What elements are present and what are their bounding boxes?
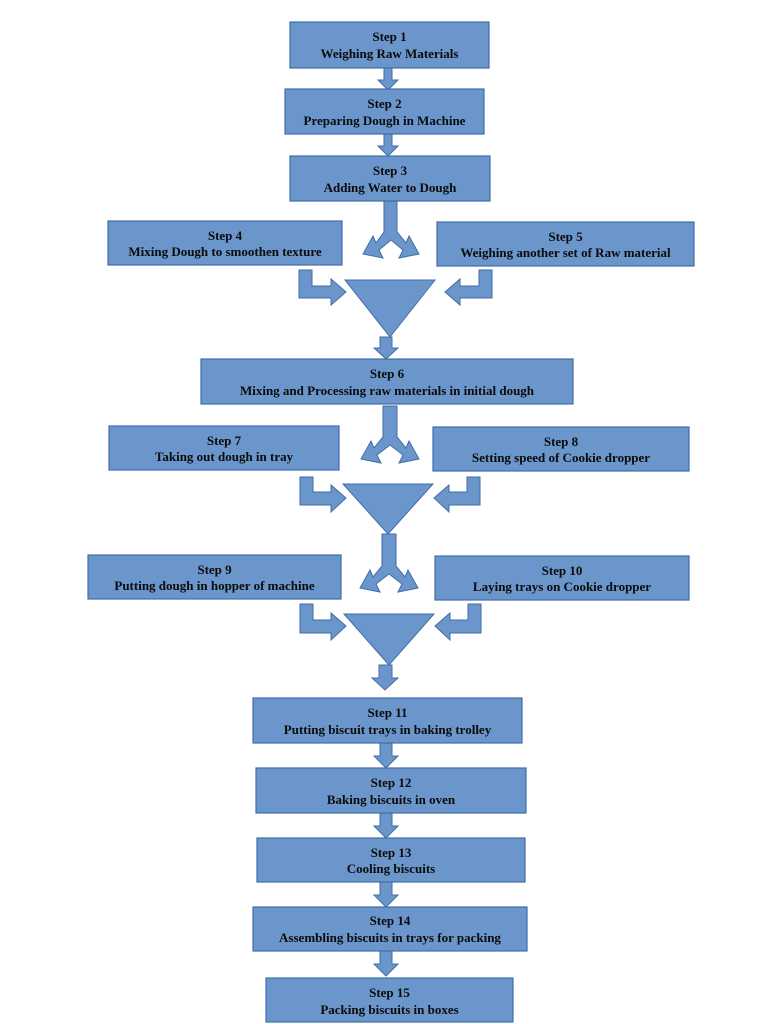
down-arrow-funnel1-6 — [372, 336, 400, 360]
down-arrow-12-13 — [372, 812, 400, 839]
step-description: Baking biscuits in oven — [327, 792, 456, 807]
step-number: Step 6 — [370, 366, 405, 381]
step-description: Assembling biscuits in trays for packing — [279, 930, 501, 945]
down-arrow-2-3 — [376, 133, 400, 157]
bent-arrow-8-funnel — [433, 476, 481, 514]
connectors — [298, 67, 493, 977]
step-number: Step 2 — [367, 96, 401, 111]
step-box-15: Step 15 Packing biscuits in boxes — [265, 977, 514, 1023]
merge-funnel-3 — [342, 613, 436, 666]
step-description: Laying trays on Cookie dropper — [473, 579, 651, 594]
split-arrow-3 — [362, 200, 420, 259]
split-arrow-funnel2 — [359, 533, 419, 593]
step-description: Cooling biscuits — [347, 861, 436, 876]
step-description: Weighing another set of Raw material — [460, 245, 671, 260]
step-number: Step 14 — [370, 913, 411, 928]
step-number: Step 8 — [544, 434, 579, 449]
step-box-9: Step 9 Putting dough in hopper of machin… — [87, 554, 342, 600]
step-number: Step 9 — [197, 562, 232, 577]
step-number: Step 3 — [373, 163, 408, 178]
step-number: Step 5 — [548, 229, 583, 244]
bent-arrow-9-funnel — [299, 603, 347, 642]
down-arrow-13-14 — [372, 881, 400, 908]
step-box-13: Step 13 Cooling biscuits — [256, 837, 526, 883]
step-number: Step 12 — [371, 775, 412, 790]
step-description: Mixing and Processing raw materials in i… — [240, 383, 535, 398]
step-number: Step 15 — [369, 985, 410, 1000]
merge-funnel-1 — [343, 279, 437, 338]
split-arrow-6 — [360, 405, 420, 464]
down-arrow-funnel3-11 — [370, 664, 400, 691]
step-description: Preparing Dough in Machine — [304, 113, 466, 128]
step-box-12: Step 12 Baking biscuits in oven — [255, 767, 527, 814]
step-description: Putting biscuit trays in baking trolley — [284, 722, 492, 737]
step-box-8: Step 8 Setting speed of Cookie dropper — [432, 426, 690, 472]
bent-arrow-5-funnel — [444, 269, 493, 307]
step-box-11: Step 11 Putting biscuit trays in baking … — [252, 697, 523, 744]
step-description: Setting speed of Cookie dropper — [472, 450, 650, 465]
down-arrow-11-12 — [372, 742, 400, 769]
step-number: Step 10 — [542, 563, 583, 578]
bent-arrow-7-funnel — [299, 476, 347, 514]
merge-funnel-2 — [341, 483, 435, 535]
step-box-2: Step 2 Preparing Dough in Machine — [284, 88, 485, 135]
down-arrow-1-2 — [376, 67, 400, 91]
step-number: Step 11 — [367, 705, 407, 720]
bent-arrow-4-funnel — [298, 269, 347, 307]
step-description: Weighing Raw Materials — [321, 46, 459, 61]
step-description: Putting dough in hopper of machine — [114, 578, 314, 593]
bent-arrow-10-funnel — [434, 603, 482, 642]
step-number: Step 13 — [371, 845, 412, 860]
step-description: Adding Water to Dough — [324, 180, 458, 195]
step-box-7: Step 7 Taking out dough in tray — [108, 425, 340, 471]
step-box-14: Step 14 Assembling biscuits in trays for… — [252, 906, 528, 952]
step-box-6: Step 6 Mixing and Processing raw materia… — [200, 358, 574, 405]
step-number: Step 4 — [208, 228, 243, 243]
step-description: Mixing Dough to smoothen texture — [128, 244, 322, 259]
step-number: Step 7 — [207, 433, 242, 448]
step-box-1: Step 1 Weighing Raw Materials — [289, 21, 490, 69]
step-number: Step 1 — [372, 29, 406, 44]
step-description: Packing biscuits in boxes — [320, 1002, 458, 1017]
step-box-3: Step 3 Adding Water to Dough — [289, 155, 491, 202]
step-box-4: Step 4 Mixing Dough to smoothen texture — [107, 220, 343, 266]
step-box-5: Step 5 Weighing another set of Raw mater… — [436, 221, 695, 267]
down-arrow-14-15 — [372, 950, 400, 977]
step-description: Taking out dough in tray — [155, 449, 294, 464]
step-box-10: Step 10 Laying trays on Cookie dropper — [434, 555, 690, 601]
